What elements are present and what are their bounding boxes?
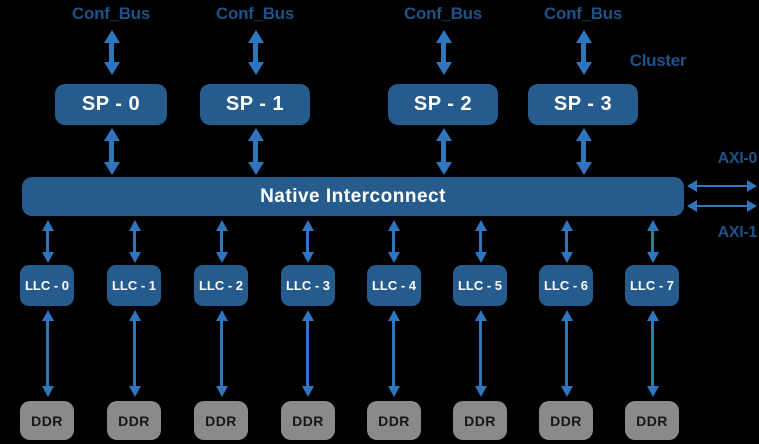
- interconnect-llc-arrow-icon: [301, 220, 314, 263]
- conf-bus-label: Conf_Bus: [404, 4, 482, 23]
- interconnect-llc-arrow-icon: [41, 220, 54, 263]
- ddr-box: DDR: [194, 401, 248, 440]
- llc-ddr-arrow-icon: [646, 310, 659, 397]
- sp-interconnect-arrow-icon: [435, 128, 452, 175]
- conf-bus-arrow-icon: [103, 30, 120, 75]
- axi0-arrow-icon: [687, 180, 757, 192]
- interconnect-llc-arrow-icon: [387, 220, 400, 263]
- interconnect-bar: Native Interconnect: [22, 177, 684, 216]
- llc-ddr-arrow-icon: [215, 310, 228, 397]
- llc-box: LLC - 5: [453, 265, 507, 306]
- conf-bus-arrow-icon: [247, 30, 264, 75]
- ddr-box: DDR: [625, 401, 679, 440]
- llc-ddr-arrow-icon: [301, 310, 314, 397]
- ddr-box: DDR: [539, 401, 593, 440]
- ddr-box: DDR: [453, 401, 507, 440]
- axi1-arrow-icon: [687, 200, 757, 212]
- interconnect-llc-arrow-icon: [560, 220, 573, 263]
- cluster-label: Cluster: [629, 51, 687, 70]
- ddr-box: DDR: [20, 401, 74, 440]
- llc-box: LLC - 3: [281, 265, 335, 306]
- llc-box: LLC - 0: [20, 265, 74, 306]
- ddr-box: DDR: [281, 401, 335, 440]
- sp-interconnect-arrow-icon: [575, 128, 592, 175]
- llc-box: LLC - 2: [194, 265, 248, 306]
- sp-box: SP - 1: [200, 84, 310, 125]
- conf-bus-label: Conf_Bus: [216, 4, 294, 23]
- interconnect-llc-arrow-icon: [646, 220, 659, 263]
- sp-interconnect-arrow-icon: [247, 128, 264, 175]
- ddr-box: DDR: [367, 401, 421, 440]
- llc-ddr-arrow-icon: [474, 310, 487, 397]
- axi1-label: AXI-1: [717, 224, 758, 241]
- llc-box: LLC - 4: [367, 265, 421, 306]
- axi0-label: AXI-0: [717, 150, 758, 167]
- conf-bus-arrow-icon: [435, 30, 452, 75]
- conf-bus-label: Conf_Bus: [544, 4, 622, 23]
- llc-ddr-arrow-icon: [41, 310, 54, 397]
- sp-box: SP - 2: [388, 84, 498, 125]
- sp-box: SP - 3: [528, 84, 638, 125]
- interconnect-llc-arrow-icon: [128, 220, 141, 263]
- llc-ddr-arrow-icon: [387, 310, 400, 397]
- interconnect-llc-arrow-icon: [215, 220, 228, 263]
- llc-ddr-arrow-icon: [560, 310, 573, 397]
- llc-box: LLC - 1: [107, 265, 161, 306]
- conf-bus-arrow-icon: [575, 30, 592, 75]
- sp-box: SP - 0: [55, 84, 167, 125]
- llc-box: LLC - 6: [539, 265, 593, 306]
- llc-ddr-arrow-icon: [128, 310, 141, 397]
- conf-bus-label: Conf_Bus: [72, 4, 150, 23]
- llc-box: LLC - 7: [625, 265, 679, 306]
- sp-interconnect-arrow-icon: [103, 128, 120, 175]
- ddr-box: DDR: [107, 401, 161, 440]
- interconnect-llc-arrow-icon: [474, 220, 487, 263]
